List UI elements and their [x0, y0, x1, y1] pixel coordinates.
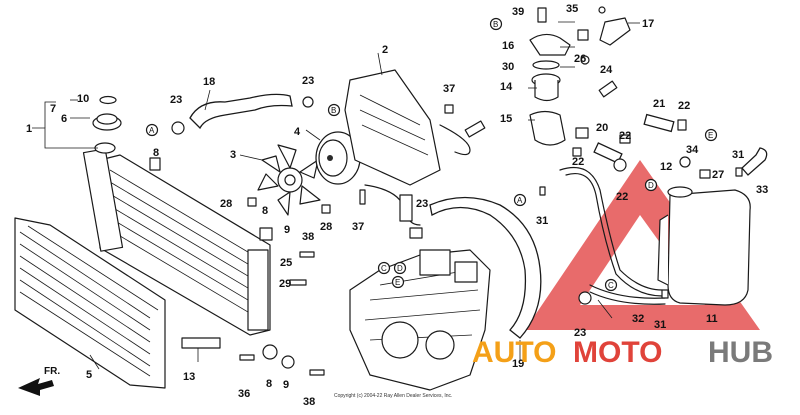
label-part-8c: 8 — [266, 378, 272, 390]
front-label: FR. — [44, 366, 60, 377]
label-part-22b: 22 — [619, 130, 631, 142]
reserve-tank — [657, 186, 751, 306]
label-part-39: 39 — [512, 6, 524, 18]
fan-switch-wire — [439, 120, 486, 156]
label-part-31c: 31 — [732, 149, 744, 161]
cooling-fan — [257, 144, 321, 216]
watermark-auto: AUTO — [472, 336, 556, 369]
radiator — [82, 142, 271, 336]
label-part-9b: 9 — [283, 379, 289, 391]
label-part-22d: 22 — [616, 191, 628, 203]
ref-b-1: B — [331, 106, 336, 115]
watermark-moto: MOTO — [573, 336, 662, 369]
mounting-bracket — [598, 6, 631, 46]
label-part-31b: 31 — [654, 319, 666, 331]
label-part-6: 6 — [61, 113, 67, 125]
label-part-19: 19 — [512, 358, 524, 370]
label-part-38b: 38 — [303, 396, 315, 408]
ref-a-1: A — [149, 126, 155, 135]
watermark-brand: AUTO MOTO HUB — [472, 336, 773, 369]
fan-shroud — [344, 69, 441, 226]
copyright-text: Copyright (c) 2004-22 Ray Allen Dealer S… — [334, 393, 452, 399]
engine-block — [349, 249, 491, 391]
label-part-15: 15 — [500, 113, 512, 125]
reference-circles: A A B B C C D D E E — [145, 17, 718, 292]
label-part-33: 33 — [756, 184, 768, 196]
label-part-18: 18 — [203, 76, 215, 88]
front-arrow: FR. — [18, 366, 60, 396]
leader-lines — [32, 21, 640, 370]
label-part-21: 21 — [653, 98, 665, 110]
ref-d-1: D — [397, 264, 403, 273]
small-hardware — [149, 7, 743, 376]
watermark-hub: HUB — [708, 336, 773, 369]
label-part-3: 3 — [230, 149, 236, 161]
label-part-30: 30 — [502, 61, 514, 73]
label-part-34: 34 — [686, 144, 699, 156]
label-part-28a: 28 — [220, 198, 232, 210]
ref-c-2: C — [608, 281, 614, 290]
label-part-9a: 9 — [284, 224, 290, 236]
radiator-louver — [14, 217, 166, 389]
label-part-24: 24 — [600, 64, 613, 76]
label-part-36: 36 — [238, 388, 250, 400]
overflow-hose — [559, 166, 663, 297]
upper-hose — [189, 93, 293, 130]
label-part-23c: 23 — [416, 198, 428, 210]
ref-c-1: C — [381, 264, 387, 273]
label-part-4: 4 — [294, 126, 301, 138]
label-part-28b: 28 — [320, 221, 332, 233]
label-part-14: 14 — [500, 81, 513, 93]
label-part-38a: 38 — [302, 231, 314, 243]
label-part-8b: 8 — [262, 205, 268, 217]
label-part-8a: 8 — [153, 147, 159, 159]
ref-d-2: D — [648, 181, 654, 190]
label-part-16: 16 — [502, 40, 514, 52]
label-part-13: 13 — [183, 371, 195, 383]
siphon-tube — [589, 284, 666, 305]
label-part-37a: 37 — [443, 83, 455, 95]
ref-b-2: B — [493, 20, 498, 29]
label-part-22c: 22 — [572, 156, 584, 168]
ref-a-2: A — [517, 196, 523, 205]
part-labels: 1 2 3 4 5 6 7 8 8 8 9 9 10 11 12 13 14 1… — [26, 3, 768, 408]
ref-e-1: E — [395, 278, 400, 287]
label-part-26: 26 — [574, 53, 586, 65]
label-part-1: 1 — [26, 123, 32, 135]
temp-sensor — [598, 80, 618, 98]
ref-e-2: E — [708, 131, 713, 140]
label-part-17: 17 — [642, 18, 654, 30]
label-part-7: 7 — [50, 103, 56, 115]
label-part-12: 12 — [660, 161, 672, 173]
thermostat-housing — [529, 33, 589, 146]
label-part-2: 2 — [382, 44, 388, 56]
label-part-23b: 23 — [302, 75, 314, 87]
label-part-23d: 23 — [574, 327, 586, 339]
label-part-23a: 23 — [170, 94, 182, 106]
label-part-27: 27 — [712, 169, 724, 181]
label-part-5: 5 — [86, 369, 92, 381]
label-part-29: 29 — [279, 278, 291, 290]
label-part-37b: 37 — [352, 221, 364, 233]
label-part-10: 10 — [77, 93, 89, 105]
label-part-11: 11 — [706, 313, 718, 325]
label-part-35: 35 — [566, 3, 578, 15]
label-part-22a: 22 — [678, 100, 690, 112]
radiator-cap — [92, 95, 122, 131]
label-part-32: 32 — [632, 313, 644, 325]
label-part-31a: 31 — [536, 215, 548, 227]
label-part-25: 25 — [280, 257, 292, 269]
lower-hose — [429, 196, 542, 339]
label-part-20: 20 — [596, 122, 608, 134]
